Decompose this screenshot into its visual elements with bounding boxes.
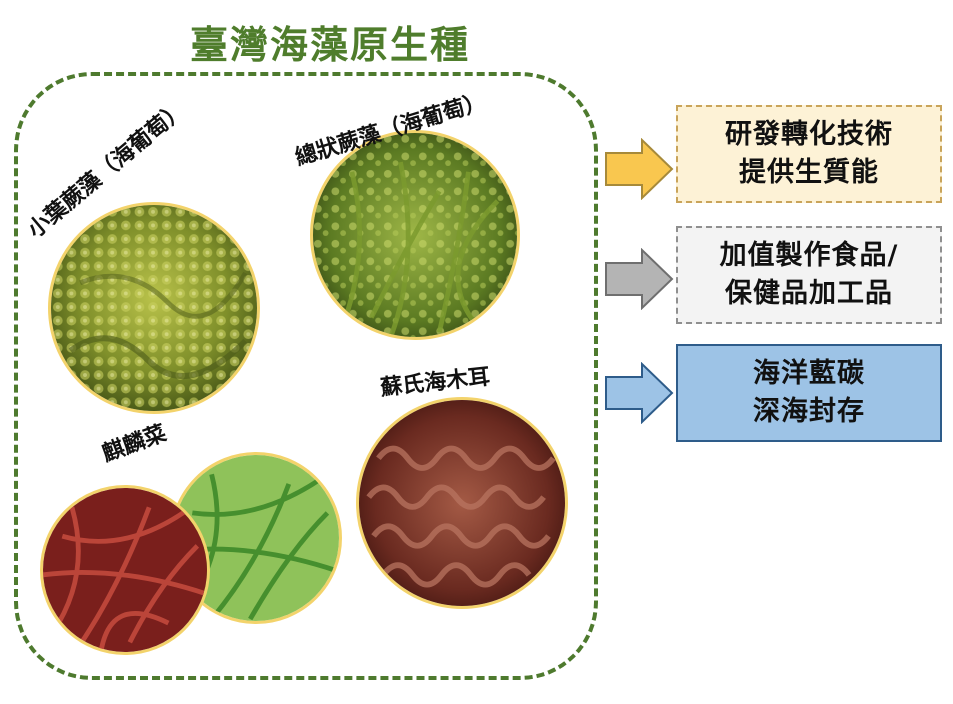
outcome-line: 保健品加工品	[725, 278, 893, 309]
arrow-right-icon-biofuel	[605, 138, 674, 200]
biofuel-outcome-box: 研發轉化技術 提供生質能	[676, 105, 942, 203]
outcome-line: 加值製作食品/	[719, 240, 899, 271]
sushi-sea-fungus-photo	[356, 397, 568, 609]
diagram-title: 臺灣海藻原生種	[189, 23, 470, 67]
tufted-caulerpa-photo	[310, 130, 520, 340]
arrow-right-icon-food	[605, 248, 674, 310]
outcome-line: 深海封存	[753, 396, 865, 427]
qilin-red-photo	[40, 485, 210, 655]
food-products-outcome-box: 加值製作食品/ 保健品加工品	[676, 226, 942, 324]
arrow-right-icon-carbon	[605, 362, 674, 424]
native-species-group-box	[14, 72, 598, 680]
outcome-line: 提供生質能	[739, 157, 879, 188]
outcome-line: 海洋藍碳	[753, 358, 865, 389]
outcome-line: 研發轉化技術	[725, 119, 893, 150]
blue-carbon-outcome-box: 海洋藍碳 深海封存	[676, 344, 942, 442]
small-leaf-caulerpa-photo	[48, 202, 260, 414]
